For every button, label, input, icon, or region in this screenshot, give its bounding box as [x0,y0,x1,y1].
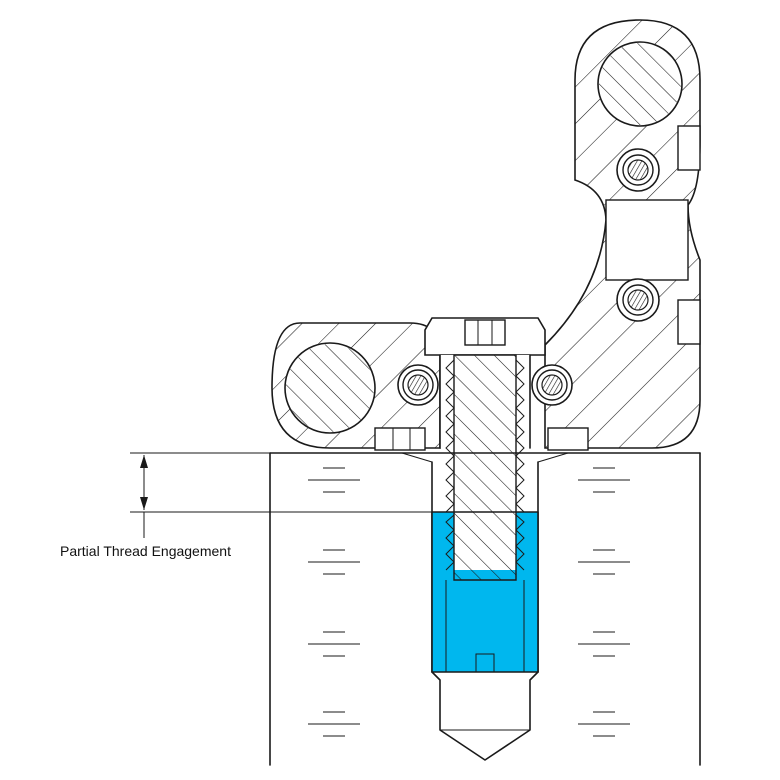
engagement-fill-bottom [432,654,538,672]
left-clamp [271,322,441,451]
engagement-fill-right [516,512,538,672]
left-clamp-slot [374,427,426,451]
arrow-up-icon [140,455,148,468]
right-clamp-slot [547,427,589,451]
base-right-marks [578,467,630,737]
engagement-fill-inner [454,570,516,654]
upper-bracket [531,19,701,451]
engagement-dimension [130,452,432,538]
engagement-region [431,511,539,673]
cap-screw [401,317,569,581]
upper-slot-top [677,125,701,171]
base-left-marks [308,467,360,737]
base-block [269,452,701,766]
screw-shank [453,354,517,581]
hex-socket [464,319,506,346]
engagement-fill-left [432,512,454,672]
engagement-label: Partial Thread Engagement [60,543,231,559]
upper-slot-bottom [677,299,701,345]
arrow-down-icon [140,497,148,510]
